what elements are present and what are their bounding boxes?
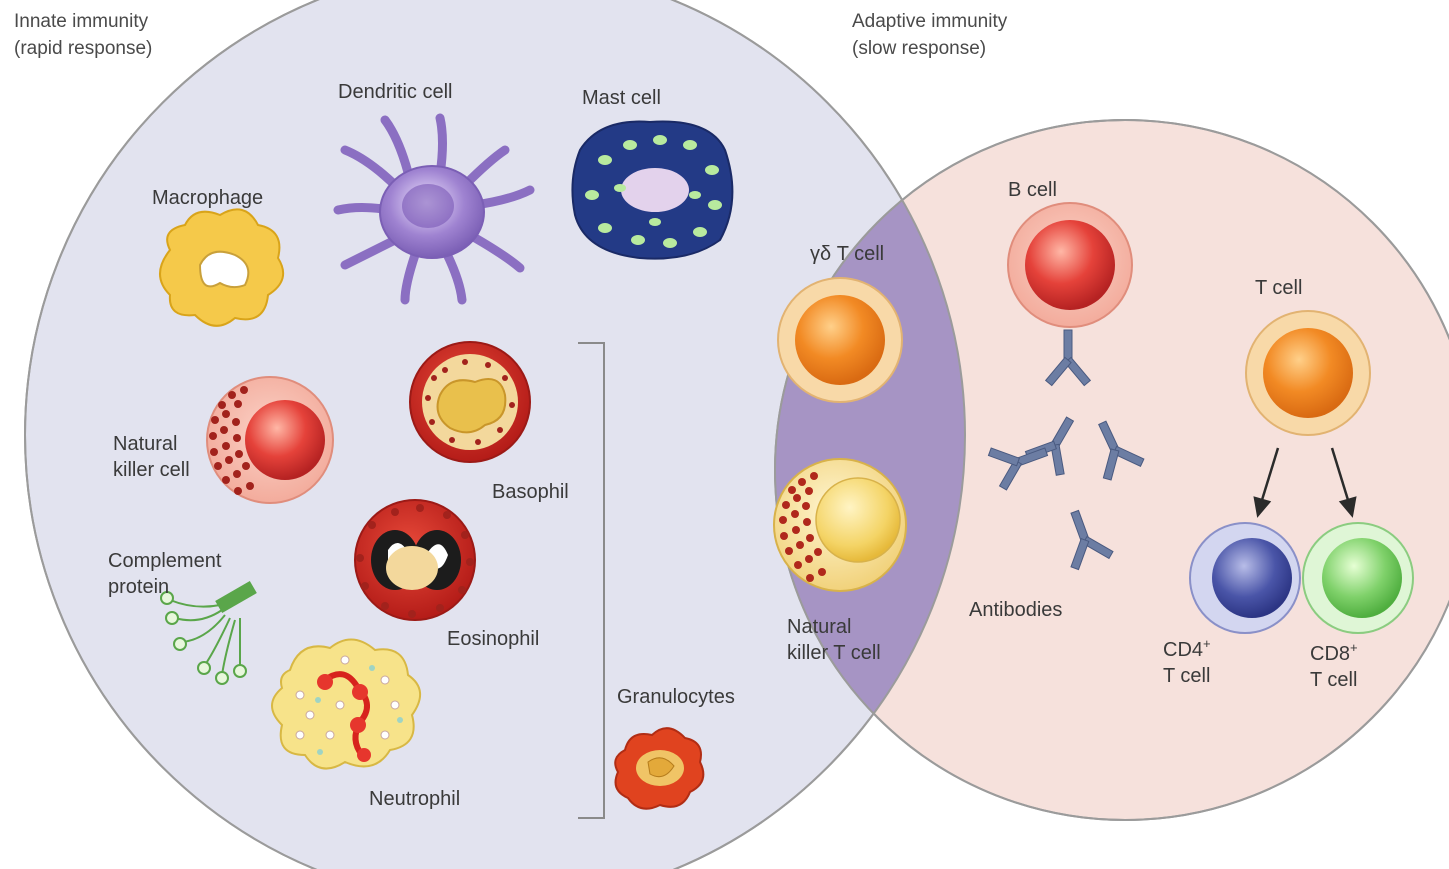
nkt-cell-label-line1: Natural (787, 616, 851, 638)
eosinophil-icon (355, 500, 475, 620)
natural-killer-t-cell-icon (774, 459, 906, 591)
eosinophil-label: Eosinophil (447, 628, 539, 650)
adaptive-subtitle: (slow response) (852, 38, 986, 59)
gamma-delta-t-cell-icon (778, 278, 902, 402)
innate-subtitle: (rapid response) (14, 38, 152, 59)
cd4-t-cell-icon (1190, 523, 1300, 633)
nk-cell-label-line1: Natural (113, 433, 177, 455)
complement-label-line1: Complement (108, 550, 222, 572)
macrophage-label: Macrophage (152, 187, 263, 209)
complement-label-line2: protein (108, 576, 169, 598)
b-cell-icon (1008, 203, 1132, 327)
nkt-cell-label-line2: killer T cell (787, 642, 881, 664)
t-cell-icon (1246, 311, 1370, 435)
natural-killer-cell-icon (207, 377, 333, 503)
mast-cell-icon (572, 122, 732, 259)
t-cell-label: T cell (1255, 277, 1302, 299)
cd8-label-line2: T cell (1310, 669, 1357, 691)
mast-cell-label: Mast cell (582, 87, 661, 109)
macrophage-icon (160, 209, 283, 325)
nk-cell-label-line2: killer cell (113, 459, 190, 481)
cd4-label-line2: T cell (1163, 665, 1210, 687)
dendritic-cell-label: Dendritic cell (338, 81, 452, 103)
adaptive-title: Adaptive immunity (852, 11, 1008, 32)
cd8-t-cell-icon (1303, 523, 1413, 633)
gamma-delta-t-cell-label: γδ T cell (810, 243, 884, 265)
basophil-icon (410, 342, 530, 462)
neutrophil-label: Neutrophil (369, 788, 460, 810)
b-cell-label: B cell (1008, 179, 1057, 201)
antibodies-label: Antibodies (969, 599, 1062, 621)
innate-title: Innate immunity (14, 11, 149, 32)
granulocytes-label: Granulocytes (617, 686, 735, 708)
basophil-label: Basophil (492, 481, 569, 503)
